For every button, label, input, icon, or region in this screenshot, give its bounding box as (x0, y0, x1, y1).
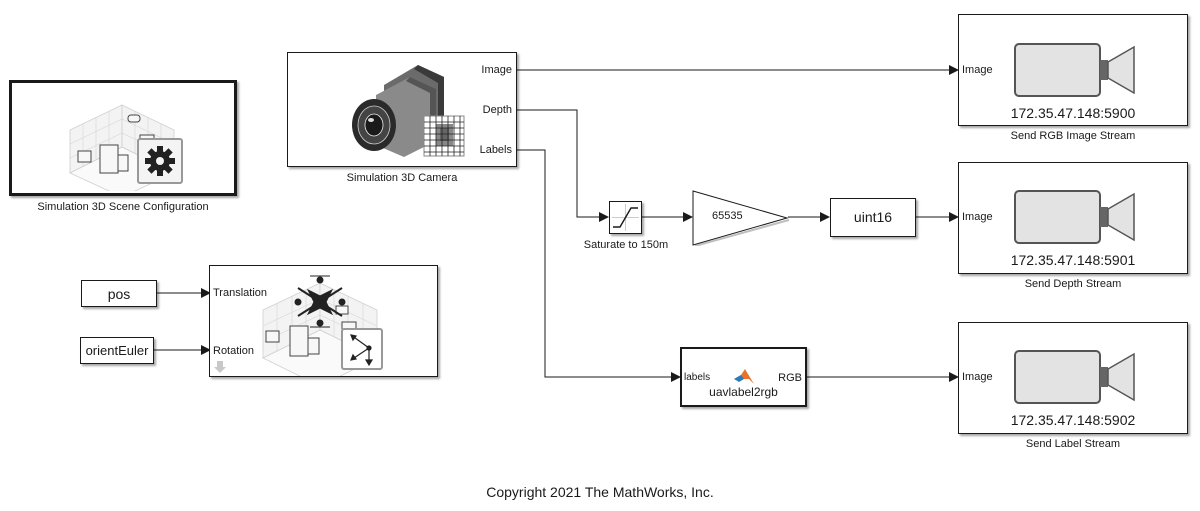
saturation-icon (612, 204, 639, 231)
gear-icon (145, 146, 175, 176)
stream-label-port-image[interactable]: Image (962, 371, 993, 383)
stream-rgb-block[interactable]: Image 172.35.47.148:5900 (958, 14, 1188, 126)
stream-label-caption: Send Label Stream (1025, 438, 1121, 450)
label-fn-name: uavlabel2rgb (709, 385, 778, 399)
gain-block[interactable] (692, 190, 792, 246)
scene-configuration-block[interactable] (9, 80, 237, 196)
signal-labels (516, 149, 681, 382)
video-camera-icon (1014, 43, 1135, 97)
stream-depth-address: 172.35.47.148:5901 (1010, 252, 1136, 268)
stream-label-block[interactable]: Image 172.35.47.148:5902 (958, 322, 1188, 434)
camera-block[interactable]: Image Depth Labels (287, 52, 517, 167)
vehicle-port-translation[interactable]: Translation (213, 287, 268, 299)
video-camera-icon (1014, 190, 1135, 244)
convert-block[interactable]: uint16 (830, 198, 916, 237)
label-fn-port-labels[interactable]: labels (684, 372, 711, 383)
video-camera-icon (1014, 350, 1135, 404)
signal-depth (516, 109, 609, 222)
gear-badge (137, 138, 183, 184)
stream-label-address: 172.35.47.148:5902 (1010, 412, 1136, 428)
matlab-logo-icon (734, 369, 754, 384)
rotation-axes-icon (350, 334, 374, 367)
stream-depth-block[interactable]: Image 172.35.47.148:5901 (958, 162, 1188, 274)
orient-label: orientEuler (85, 343, 149, 358)
camera-caption: Simulation 3D Camera (346, 172, 458, 184)
copyright-text: Copyright 2021 The MathWorks, Inc. (486, 484, 714, 500)
pos-label: pos (107, 286, 131, 302)
label-fn-port-rgb[interactable]: RGB (778, 372, 802, 384)
gain-value: 65535 (712, 210, 743, 222)
stream-rgb-address: 172.35.47.148:5900 (1010, 105, 1136, 121)
stream-rgb-port-image[interactable]: Image (962, 64, 993, 76)
saturation-block[interactable] (609, 201, 642, 234)
axes-badge (341, 328, 383, 370)
down-arrow-icon (214, 361, 226, 373)
stream-depth-caption: Send Depth Stream (1024, 278, 1122, 290)
label-function-block[interactable]: labels RGB uavlabel2rgb (680, 347, 807, 407)
camera-port-image[interactable]: Image (481, 64, 512, 76)
orient-source-block[interactable]: orientEuler (80, 337, 154, 364)
uav-vehicle-block[interactable]: Translation Rotation (209, 265, 438, 377)
scene-configuration-caption: Simulation 3D Scene Configuration (37, 201, 209, 213)
depth-grid-icon (423, 115, 465, 157)
camera-port-labels[interactable]: Labels (479, 144, 512, 156)
saturation-caption: Saturate to 150m (583, 239, 669, 251)
stream-depth-port-image[interactable]: Image (962, 211, 993, 223)
vehicle-port-rotation[interactable]: Rotation (213, 345, 254, 357)
pos-source-block[interactable]: pos (81, 280, 157, 307)
stream-rgb-caption: Send RGB Image Stream (1010, 130, 1136, 142)
convert-label: uint16 (853, 209, 893, 225)
camera-port-depth[interactable]: Depth (482, 104, 512, 116)
